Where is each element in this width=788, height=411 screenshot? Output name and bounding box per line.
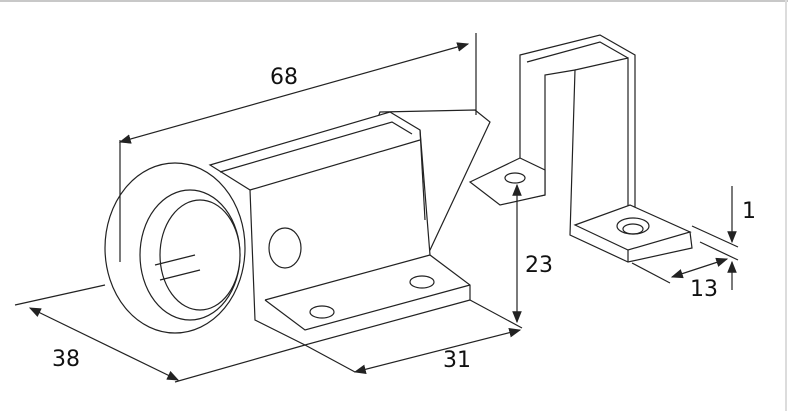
dimension-label-1: 1: [742, 199, 756, 224]
dimension-plate-width: 13: [631, 257, 729, 302]
dimension-label-38: 38: [52, 347, 80, 372]
dimension-label-23: 23: [525, 253, 553, 278]
dimension-label-68: 68: [270, 65, 298, 90]
dimension-width: 38: [14, 284, 306, 383]
dimension-length: 68: [118, 33, 477, 262]
latch-body: [208, 109, 491, 346]
dimension-label-31: 31: [443, 348, 471, 373]
frame-border-top: [0, 0, 788, 2]
dimension-thickness: 1: [691, 186, 756, 290]
latch-ring: [104, 162, 246, 334]
dimension-label-13: 13: [690, 277, 718, 302]
frame-border-right: [785, 0, 787, 411]
strike-plate: [468, 34, 693, 263]
dimension-height: 23: [512, 183, 553, 324]
dimension-base-length: 31: [304, 299, 523, 374]
